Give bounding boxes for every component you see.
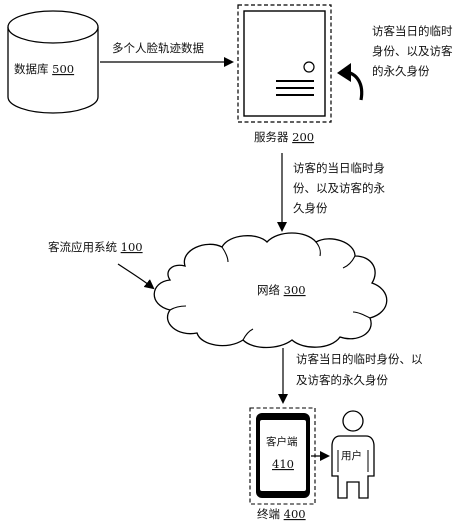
client-name: 客户端 [266, 435, 298, 448]
db-to-server-label: 多个人脸轨迹数据 [112, 41, 204, 55]
network-cloud-inner-curves [169, 241, 371, 341]
database-cylinder-body [7, 27, 99, 114]
server-ref: 200 [292, 130, 314, 144]
server-to-network-line-3: 久身份 [293, 201, 328, 215]
server-outline-dashed [237, 4, 332, 123]
terminal-phone-screen [260, 420, 306, 491]
terminal-ref: 400 [284, 507, 306, 521]
server-loop-line-1: 访客当日的临时 [372, 24, 453, 38]
network-ref: 300 [284, 283, 306, 297]
server-loop-line-3: 的永久身份 [372, 64, 430, 78]
server-name: 服务器 [254, 130, 289, 144]
server-box [243, 10, 326, 117]
database-name: 数据库 [14, 62, 49, 76]
client-ref: 410 [272, 457, 294, 471]
user-body [331, 435, 375, 499]
server-loop-arrow [337, 63, 364, 101]
database-cylinder-top [7, 10, 99, 44]
server-to-network-line-1: 访客的当日临时身 [293, 161, 385, 175]
network-node: 网络 300 [153, 232, 388, 349]
network-name: 网络 [257, 283, 280, 297]
database-ref: 500 [52, 62, 74, 76]
network-label: 网络 300 [257, 283, 306, 297]
terminal-name: 终端 [257, 507, 280, 521]
system-name: 客流应用系统 [48, 240, 117, 254]
system-ref: 100 [121, 240, 143, 254]
system-label: 客流应用系统 100 [48, 240, 143, 254]
server-loop-line-2: 身份、以及访客 [372, 44, 453, 58]
server-label: 服务器 200 [254, 130, 314, 144]
loop-arrow-head [337, 63, 351, 82]
server-to-network-line-2: 份、以及访客的永 [293, 181, 385, 195]
user-node: 用户 [331, 410, 375, 499]
user-label: 用户 [341, 449, 362, 462]
database-node: 数据库 500 [7, 10, 99, 114]
terminal-node: 客户端 410 终端 400 [249, 407, 316, 521]
system-pointer-arrow [117, 263, 155, 290]
terminal-label: 终端 400 [257, 507, 306, 521]
network-to-terminal-line-1: 访客当日的临时身份、以 [296, 352, 423, 366]
network-to-terminal-label: 访客当日的临时身份、以 及访客的永久身份 [296, 352, 426, 387]
server-indicator-light [303, 61, 315, 73]
database-label: 数据库 500 [14, 62, 74, 76]
server-node: 服务器 200 [237, 4, 332, 144]
network-to-terminal-line-2: 及访客的永久身份 [296, 373, 388, 387]
user-head [342, 410, 364, 432]
server-to-network-label: 访客的当日临时身 份、以及访客的永 久身份 [293, 161, 389, 215]
network-cloud [153, 232, 388, 349]
server-loop-label: 访客当日的临时 身份、以及访客 的永久身份 [372, 24, 456, 78]
